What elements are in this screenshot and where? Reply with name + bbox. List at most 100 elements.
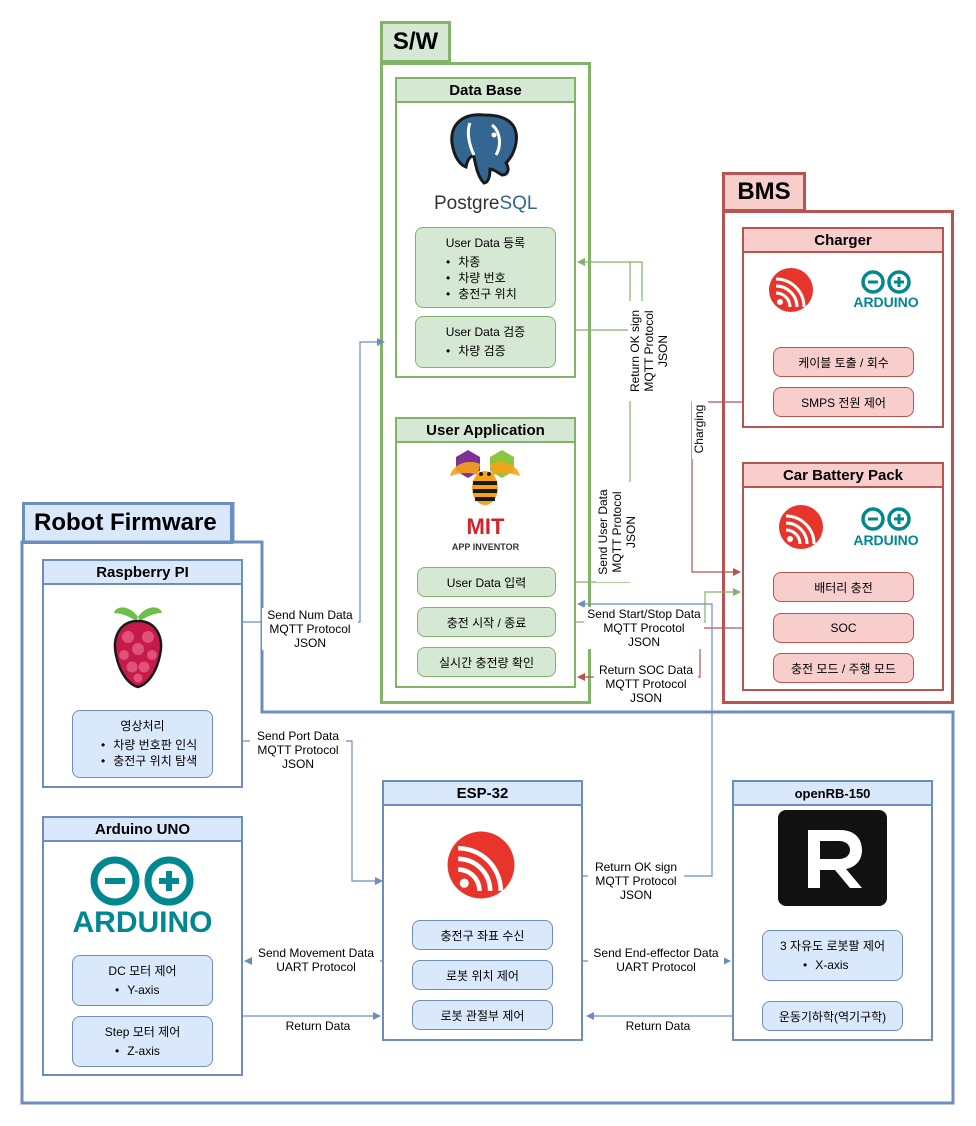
dc-motor-box: DC 모터 제어 Y-axis bbox=[72, 955, 213, 1006]
openrb-header: openRB-150 bbox=[734, 782, 931, 806]
return-ok-esp-label-line: MQTT Protocol bbox=[595, 874, 677, 888]
send-user-vertical-line: MQTT Protocol bbox=[610, 491, 624, 573]
user-application-panel: User Application bbox=[395, 417, 576, 688]
arduino-uno-header: Arduino UNO bbox=[44, 818, 241, 842]
port-coordinate-button[interactable]: 충전구 좌표 수신 bbox=[412, 920, 553, 950]
soc-button[interactable]: SOC bbox=[773, 613, 914, 643]
send-movement-label: Send Movement Data UART Protocol bbox=[252, 946, 380, 974]
register-item: 차종 bbox=[446, 254, 555, 270]
user-data-verify-box: User Data 검증 차량 검증 bbox=[415, 316, 556, 368]
espressif-icon bbox=[447, 831, 515, 899]
postgresql-logo-text-b: SQL bbox=[499, 193, 538, 214]
user-data-register-title: User Data 등록 bbox=[445, 236, 526, 250]
arduino-infinity-icon bbox=[90, 856, 194, 906]
register-item: 충전구 위치 bbox=[446, 286, 555, 302]
return-ok-vertical-line: MQTT Protocol bbox=[642, 310, 656, 392]
return-ok-vertical-line: JSON bbox=[656, 335, 670, 368]
app-inventor-logo-text: APP INVENTOR bbox=[451, 542, 520, 552]
car-battery-header: Car Battery Pack bbox=[744, 464, 942, 488]
charging-line bbox=[691, 401, 742, 576]
user-application-header: User Application bbox=[397, 419, 574, 443]
send-start-stop-label-line: JSON bbox=[627, 635, 660, 649]
return-ok-esp-label: Return OK sign MQTT Protocol JSON bbox=[588, 860, 684, 902]
robot-position-button[interactable]: 로봇 위치 제어 bbox=[412, 960, 553, 990]
charge-start-stop-button[interactable]: 충전 시작 / 종료 bbox=[417, 607, 556, 637]
sw-group-frame bbox=[380, 62, 591, 704]
three-dof-arm-box: 3 자유도 로봇팔 제어 X-axis bbox=[762, 930, 903, 981]
send-start-stop-label: Send Start/Stop Data MQTT Procotol JSON bbox=[584, 607, 704, 649]
image-processing-item: 차량 번호판 인식 bbox=[101, 737, 212, 753]
smps-power-button[interactable]: SMPS 전원 제어 bbox=[773, 387, 914, 417]
dc-motor-item: Y-axis bbox=[115, 982, 212, 998]
user-data-register-box: User Data 등록 차종 차량 번호 충전구 위치 bbox=[415, 227, 556, 308]
send-movement-label-line: Send Movement Data bbox=[257, 946, 375, 960]
three-dof-arm-item: X-axis bbox=[803, 957, 902, 973]
send-port-label: Send Port Data MQTT Protocol JSON bbox=[250, 729, 346, 771]
send-start-stop-label-line: MQTT Procotol bbox=[603, 621, 685, 635]
send-port-label-line: MQTT Protocol bbox=[257, 743, 339, 757]
send-start-stop-label-line: Send Start/Stop Data bbox=[587, 607, 701, 621]
send-end-effector-label-line: Send End-effector Data bbox=[593, 946, 719, 960]
return-soc-label-line: JSON bbox=[629, 691, 662, 705]
arduino-infinity-icon bbox=[861, 270, 911, 294]
send-num-line bbox=[243, 338, 385, 623]
kinematics-button[interactable]: 운동기하학(역기구학) bbox=[762, 1001, 903, 1031]
send-end-effector-label: Send End-effector Data UART Protocol bbox=[588, 946, 724, 974]
robot-joint-button[interactable]: 로봇 관절부 제어 bbox=[412, 1000, 553, 1030]
charging-label: Charging bbox=[692, 399, 708, 459]
bms-group-title: BMS bbox=[737, 178, 791, 205]
esp32-header: ESP-32 bbox=[384, 782, 581, 806]
arduino-infinity-icon bbox=[861, 507, 911, 531]
espressif-icon bbox=[779, 505, 823, 549]
return-ok-vertical-label: Return OK sign MQTT Protocol JSON bbox=[628, 301, 672, 401]
postgresql-logo-text: PostgreSQL bbox=[434, 193, 538, 215]
database-header: Data Base bbox=[397, 79, 574, 103]
raspberry-pi-icon bbox=[113, 607, 163, 689]
image-processing-title: 영상처리 bbox=[120, 719, 165, 733]
mit-logo-text: MIT bbox=[466, 514, 505, 539]
realtime-charge-button[interactable]: 실시간 충전량 확인 bbox=[417, 647, 556, 677]
robotis-logo-icon bbox=[778, 810, 887, 906]
cable-eject-button[interactable]: 케이블 토출 / 회수 bbox=[773, 347, 914, 377]
three-dof-arm-title: 3 자유도 로봇팔 제어 bbox=[780, 939, 885, 953]
step-motor-box: Step 모터 제어 Z-axis bbox=[72, 1016, 213, 1067]
mit-app-inventor-icon bbox=[450, 450, 520, 505]
charger-arduino-text: ARDUINO bbox=[853, 294, 919, 310]
send-user-vertical-line: JSON bbox=[624, 516, 638, 549]
image-processing-item: 충전구 위치 탐색 bbox=[101, 753, 212, 769]
return-ok-esp-label-line: Return OK sign bbox=[594, 860, 678, 874]
step-motor-item: Z-axis bbox=[115, 1043, 212, 1059]
robot-group-title: Robot Firmware bbox=[34, 509, 217, 536]
sw-group-title: S/W bbox=[392, 28, 439, 55]
battery-arduino-text: ARDUINO bbox=[853, 532, 919, 548]
esp32-panel: ESP-32 bbox=[382, 780, 583, 1041]
send-user-vertical-line: Send User Data bbox=[596, 489, 610, 575]
send-num-label-line: MQTT Protocol bbox=[269, 622, 351, 636]
return-ok-vertical-line: Return OK sign bbox=[628, 309, 642, 393]
charger-header: Charger bbox=[744, 229, 942, 253]
send-movement-label-line: UART Protocol bbox=[276, 960, 356, 974]
image-processing-box: 영상처리 차량 번호판 인식 충전구 위치 탐색 bbox=[72, 710, 213, 778]
send-user-vertical-label: Send User Data MQTT Protocol JSON bbox=[596, 482, 640, 582]
user-data-verify-title: User Data 검증 bbox=[445, 325, 526, 339]
arduino-uno-logo-text: ARDUINO bbox=[72, 906, 213, 939]
send-num-label-line: Send Num Data bbox=[267, 608, 353, 622]
return-data-right-label: Return Data bbox=[625, 1019, 691, 1033]
charge-drive-mode-button[interactable]: 충전 모드 / 주행 모드 bbox=[773, 653, 914, 683]
postgresql-elephant-icon bbox=[450, 113, 518, 185]
battery-charge-button[interactable]: 배터리 충전 bbox=[773, 572, 914, 602]
openrb-panel: openRB-150 bbox=[732, 780, 933, 1041]
bms-group-frame bbox=[722, 210, 954, 704]
return-soc-label-line: MQTT Protocol bbox=[605, 677, 687, 691]
return-soc-label: Return SOC Data MQTT Protocol JSON bbox=[594, 663, 698, 705]
return-soc-label-line: Return SOC Data bbox=[598, 663, 694, 677]
return-ok-esp-label-line: JSON bbox=[619, 888, 652, 902]
return-data-left-label: Return Data bbox=[285, 1019, 351, 1033]
send-num-label: Send Num Data MQTT Protocol JSON bbox=[262, 608, 358, 650]
return-ok-line-db bbox=[556, 258, 643, 331]
send-num-label-line: JSON bbox=[293, 636, 326, 650]
sw-group-tab: S/W bbox=[380, 21, 451, 63]
user-data-input-button[interactable]: User Data 입력 bbox=[417, 567, 556, 597]
register-item: 차량 번호 bbox=[446, 270, 555, 286]
